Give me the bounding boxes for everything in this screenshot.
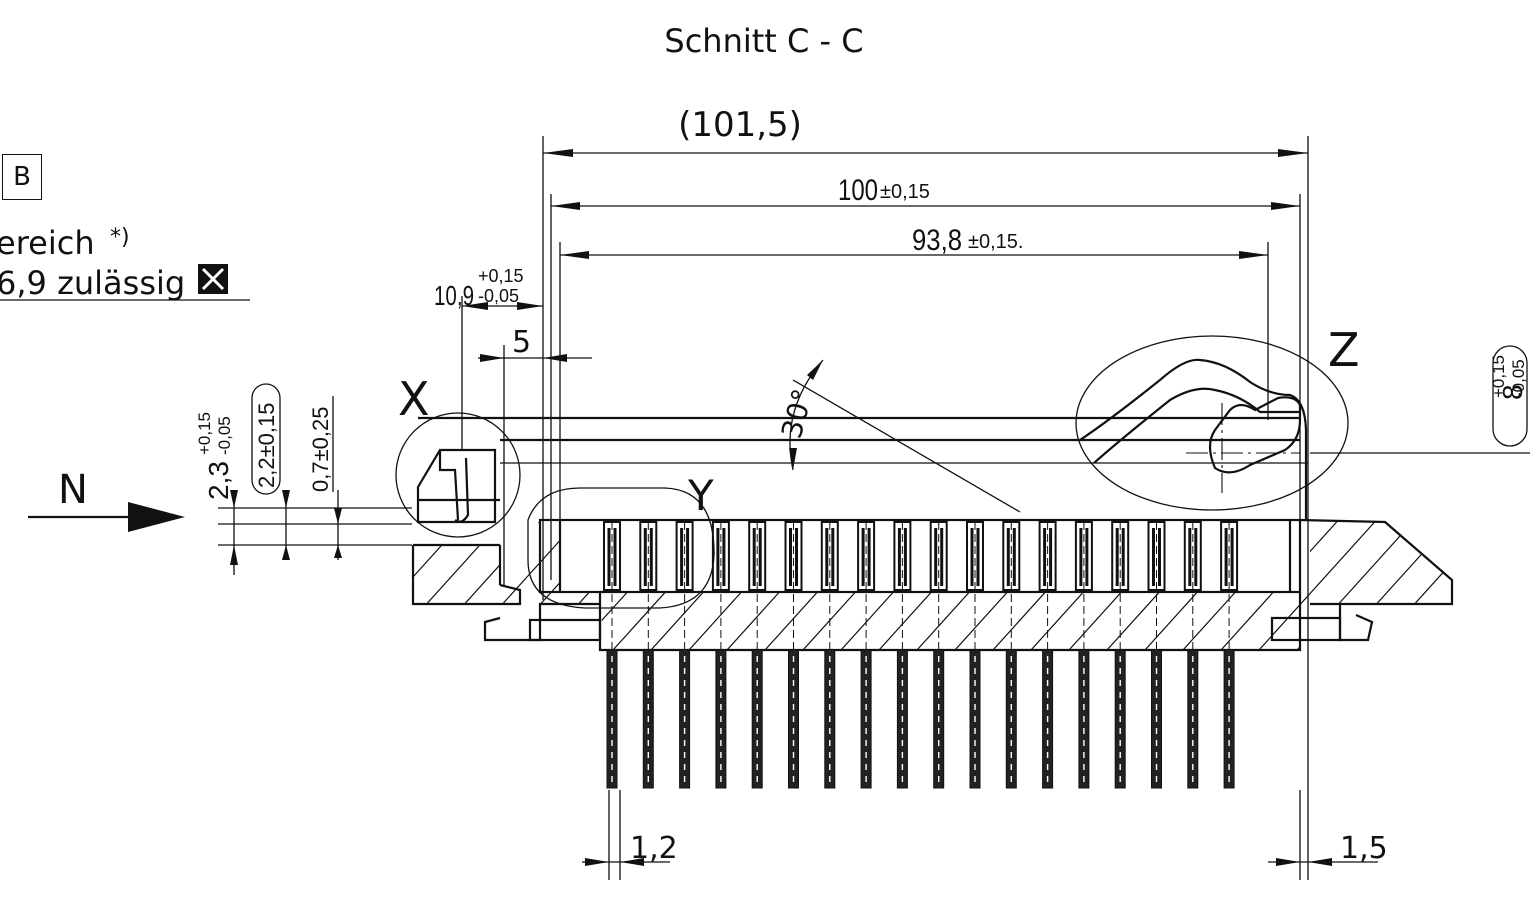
dim-1-5 [1268, 790, 1378, 880]
contact [675, 521, 694, 650]
contact [1147, 521, 1166, 650]
latch-z [1075, 335, 1349, 520]
dim-8-label: 8 [1497, 384, 1528, 400]
view-arrow-icon [28, 502, 185, 532]
contact [1074, 521, 1093, 650]
pin [969, 649, 981, 789]
dim-100-tol: ±0,15 [880, 181, 930, 203]
dim-93-8-tol: ±0,15. [968, 231, 1023, 253]
contact [1183, 521, 1202, 650]
contact [711, 521, 730, 650]
hatch-line [413, 520, 441, 650]
contact [857, 521, 876, 650]
note-line-2: 6,9 zulässig [0, 264, 185, 302]
contact [1038, 521, 1057, 650]
pin [788, 649, 799, 789]
hatch-line [413, 520, 517, 650]
connector-body [411, 505, 1530, 660]
dim-2-3-tol-lower: -0,05 [215, 416, 234, 455]
dim-2-2-label: 2,2±0,15 [254, 403, 279, 488]
contact [929, 521, 948, 650]
contact-row [603, 521, 1239, 650]
dim-2-3-label: 2,3 [203, 461, 234, 500]
hatch-line [413, 520, 479, 650]
dim-8-capsule [1310, 345, 1530, 454]
contact [1220, 521, 1239, 650]
note-star: *) [110, 225, 130, 250]
pin [1187, 649, 1199, 789]
dim-1-2-label: 1,2 [630, 831, 678, 866]
pin [1005, 649, 1017, 789]
contact [603, 521, 621, 650]
contact [748, 521, 767, 650]
contact [1111, 521, 1130, 650]
dim-5 [478, 345, 592, 585]
dim-0-7-label: 0,7±0,25 [308, 407, 333, 492]
pin [824, 649, 836, 789]
hatch-line [1249, 520, 1391, 650]
dim-93-8-label: 93,8 [912, 224, 962, 257]
hatch-line [1516, 505, 1530, 660]
crossed-box-icon [198, 264, 228, 294]
contact [639, 521, 658, 650]
view-arrow-label: N [58, 467, 88, 513]
hatch-line [1401, 520, 1452, 650]
detail-z-label: Z [1328, 323, 1360, 377]
pin [715, 649, 727, 789]
pin [751, 649, 763, 789]
pin [1078, 649, 1090, 789]
section-title: Schnitt C - C [664, 22, 863, 60]
contact [820, 521, 839, 650]
pin [606, 649, 618, 789]
dim-30-angle [789, 359, 1021, 513]
pin [896, 649, 908, 789]
pin [642, 649, 654, 789]
pin [1151, 649, 1162, 789]
contact [784, 521, 803, 650]
section-box-label: B [2, 154, 42, 200]
dim-30-label: 30° [775, 385, 820, 441]
hatch-line [1478, 505, 1530, 660]
dim-2-2-capsule [251, 383, 281, 495]
dim-8-tol-lower: -0,05 [1509, 359, 1528, 398]
pin [679, 649, 691, 789]
detail-y-outline [527, 487, 715, 609]
pin [1114, 649, 1126, 789]
dim-10-9-label: 10,9 [434, 280, 474, 311]
dim-10-9-tol-lower: -0,05 [478, 286, 519, 306]
dim-101-5-label: (101,5) [678, 105, 802, 145]
hatch-line [1325, 520, 1452, 650]
dim-1-2 [582, 790, 670, 880]
dim-10-9-tol-upper: +0,15 [478, 266, 524, 286]
dim-101-5 [542, 136, 1309, 880]
height-dims [218, 490, 412, 575]
dim-100-label: 100 [838, 174, 878, 207]
hatch-line [1287, 520, 1429, 650]
dim-1-5-label: 1,5 [1340, 831, 1388, 866]
pin [1223, 649, 1235, 789]
dim-8-tol-upper: +0,15 [1489, 355, 1508, 398]
pin-row [606, 649, 1235, 789]
dim-93-8 [559, 242, 1269, 520]
pin [933, 649, 945, 789]
note-line-1: ereich [0, 224, 95, 262]
pin [1042, 649, 1054, 789]
detail-x-label: X [398, 372, 430, 426]
hatch-line [1363, 520, 1452, 650]
dim-5-label: 5 [512, 325, 531, 360]
latch-x [395, 412, 1308, 538]
contact [1002, 521, 1021, 650]
contact [966, 521, 984, 650]
hatch-line [1439, 520, 1452, 650]
contact [893, 521, 912, 650]
detail-y-label: Y [687, 471, 714, 520]
dim-2-3-tol-upper: +0,15 [195, 412, 214, 455]
pin [860, 649, 872, 789]
